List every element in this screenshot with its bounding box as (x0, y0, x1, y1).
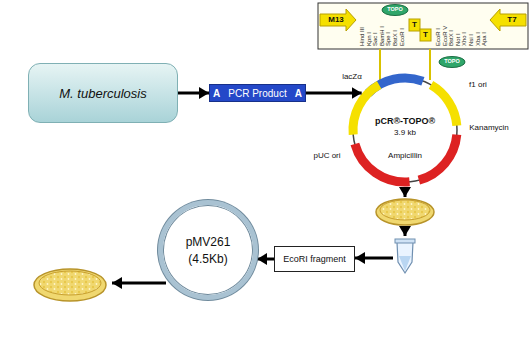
site-label: Hind III (359, 27, 365, 46)
site-label: BamH I (379, 26, 385, 46)
site-label: Xba I (475, 32, 481, 46)
guide-line (379, 49, 381, 80)
flow-arrow (306, 92, 362, 95)
part-label: T7 (507, 16, 516, 24)
site-label: BstX I (392, 30, 398, 46)
flow-arrow (178, 92, 209, 95)
flow-arrow (404, 226, 407, 236)
site-label: Nsi I (468, 34, 474, 46)
node-text: (4.5Kb) (188, 252, 227, 266)
part-label: TOPO (444, 59, 460, 65)
plasmid-ring (331, 56, 478, 203)
flow-arrow (404, 188, 407, 197)
node-text: M. tuberculosis (59, 86, 146, 101)
part-label: Kanamycin (469, 124, 509, 132)
site-label: EcoR V (442, 26, 448, 46)
site-label: Spe I (385, 32, 391, 46)
flow-arrow (257, 258, 274, 261)
part-label: f1 ori (469, 81, 487, 89)
node-text: A (213, 88, 220, 99)
part-label: T (423, 31, 428, 39)
part-label: TOPO (387, 7, 403, 13)
site-label: EcoR I (399, 28, 405, 46)
node-text: A (295, 88, 302, 99)
tube (395, 239, 415, 273)
fragment-box: EcoRI fragment (274, 246, 355, 272)
node-text: EcoRI fragment (283, 254, 346, 264)
node-text: 3.9 kb (394, 128, 416, 137)
site-label: BstX I (448, 30, 454, 46)
cloning-site-strip (318, 3, 528, 49)
part-label: T (412, 21, 417, 29)
site-label: Not I (455, 33, 461, 46)
flow-arrow (355, 257, 393, 260)
flow-arrow (112, 282, 166, 285)
node-text: pCR®-TOPO® (375, 116, 435, 126)
site-label: Kpn I (366, 32, 372, 46)
pcr-product-bar: A PCR Product A (209, 84, 306, 102)
guide-line (429, 49, 431, 80)
organism-box: M. tuberculosis (28, 63, 178, 123)
part-label: M13 (328, 16, 344, 24)
site-label: EcoR I (435, 28, 441, 46)
site-label: Apa I (481, 32, 487, 46)
plasmid-circle: pCR®-TOPO® 3.9 kb (348, 73, 462, 187)
vector-circle: pMV261 (4.5Kb) (158, 200, 258, 300)
part-label: pUC ori (313, 152, 340, 160)
site-label: Sac I (372, 32, 378, 46)
petri-dish (34, 269, 106, 301)
petri-dish (376, 199, 434, 225)
node-text: pMV261 (186, 235, 231, 249)
node-text: PCR Product (228, 88, 286, 99)
site-label: Xho I (461, 32, 467, 46)
part-label: Ampicillin (388, 152, 422, 160)
part-label: lacZα (342, 73, 362, 81)
